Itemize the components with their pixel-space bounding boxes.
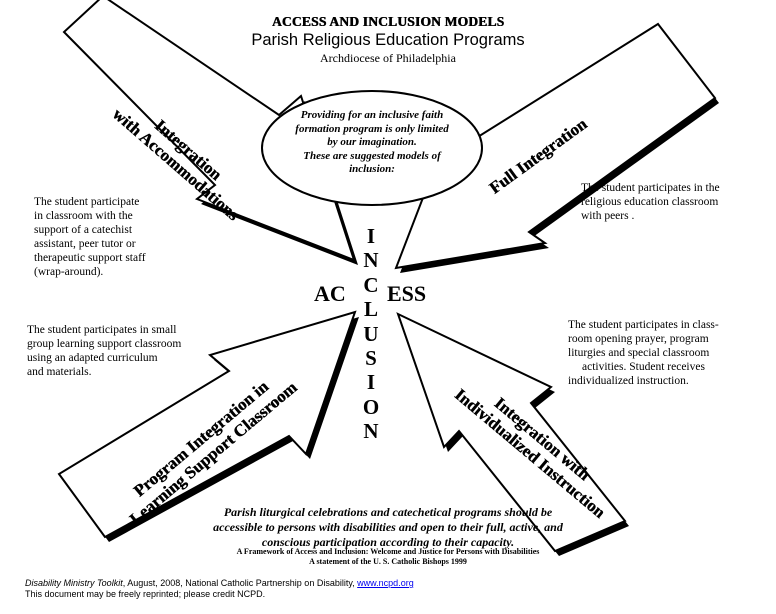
- access-word-left: AC: [314, 281, 346, 306]
- organization: Archdiocese of Philadelphia: [320, 51, 456, 65]
- quote-citation: A Framework of Access and Inclusion: Wel…: [188, 547, 588, 567]
- citation-line: A statement of the U. S. Catholic Bishop…: [309, 557, 467, 566]
- description-bottom-left: The student participates in small group …: [27, 323, 197, 379]
- description-line: with peers .: [581, 210, 635, 222]
- ncpd-link[interactable]: www.ncpd.org: [357, 578, 414, 588]
- description-line: The student participates in class-: [568, 319, 719, 331]
- arrow-bottom-left: [57, 310, 357, 539]
- description-line: support of a catechist: [34, 224, 133, 236]
- oval-line: inclusion:: [349, 163, 395, 175]
- description-bottom-right: The student participates in class- room …: [568, 318, 728, 388]
- description-line: (wrap-around).: [34, 266, 104, 278]
- description-line: in classroom with the: [34, 210, 133, 222]
- description-line: and materials.: [27, 366, 92, 378]
- quote-line: conscious participation according to the…: [261, 535, 515, 549]
- description-line: religious education classroom: [581, 196, 719, 208]
- description-top-right: The student participates in the religiou…: [581, 181, 733, 223]
- description-line: activities. Student receives: [582, 361, 705, 373]
- description-line: using an adapted curriculum: [27, 352, 158, 364]
- toolkit-title: Disability Ministry Toolkit: [25, 578, 123, 588]
- inclusion-letter: I: [366, 224, 376, 248]
- inclusion-letter: I: [366, 370, 376, 395]
- description-line: assistant, peer tutor or: [34, 238, 136, 250]
- description-line: The student participate: [34, 196, 140, 208]
- inclusion-letter: C: [363, 272, 379, 297]
- quote-line: Parish liturgical celebrations and catec…: [223, 505, 553, 519]
- access-word-right: ESS: [387, 281, 427, 306]
- oval-line: Providing for an inclusive faith: [300, 109, 444, 121]
- page-subtitle: Parish Religious Education Programs: [251, 31, 525, 49]
- oval-line: by our imagination.: [327, 136, 417, 148]
- inclusion-vertical: I N C L U S I O N: [359, 224, 383, 444]
- inclusion-letter: L: [363, 297, 378, 322]
- quote-line: accessible to persons with disabilities …: [213, 520, 563, 534]
- footer: Disability Ministry Toolkit, August, 200…: [25, 578, 625, 600]
- footer-line-2: This document may be freely reprinted; p…: [25, 589, 266, 599]
- footer-line-1: Disability Ministry Toolkit, August, 200…: [25, 578, 625, 589]
- oval-line: formation program is only limited: [295, 122, 449, 135]
- inclusion-letter: N: [363, 419, 379, 444]
- oval-statement: Providing for an inclusive faith formati…: [276, 109, 468, 177]
- arrow-bottom-right: [396, 312, 627, 553]
- description-line: individualized instruction.: [568, 375, 689, 387]
- description-line: therapeutic support staff: [34, 252, 146, 264]
- description-line: room opening prayer, program: [568, 333, 709, 345]
- inclusion-letter: O: [362, 394, 380, 419]
- description-top-left: The student participate in classroom wit…: [34, 195, 154, 279]
- citation-line: A Framework of Access and Inclusion: Wel…: [236, 547, 540, 556]
- footer-text: , August, 2008, National Catholic Partne…: [122, 578, 358, 588]
- page-title: ACCESS AND INCLUSION MODELS: [271, 14, 505, 29]
- central-oval: [261, 90, 483, 206]
- inclusion-letter: N: [363, 248, 379, 273]
- inclusion-letter: U: [363, 321, 379, 346]
- description-line: The student participates in small: [27, 324, 177, 336]
- bishops-quote: Parish liturgical celebrations and catec…: [188, 505, 588, 550]
- description-line: group learning support classroom: [27, 338, 182, 350]
- description-line: The student participates in the: [581, 182, 720, 194]
- description-line: liturgies and special classroom: [568, 347, 710, 359]
- oval-line: These are suggested models of: [303, 149, 441, 162]
- inclusion-letter: S: [365, 345, 377, 370]
